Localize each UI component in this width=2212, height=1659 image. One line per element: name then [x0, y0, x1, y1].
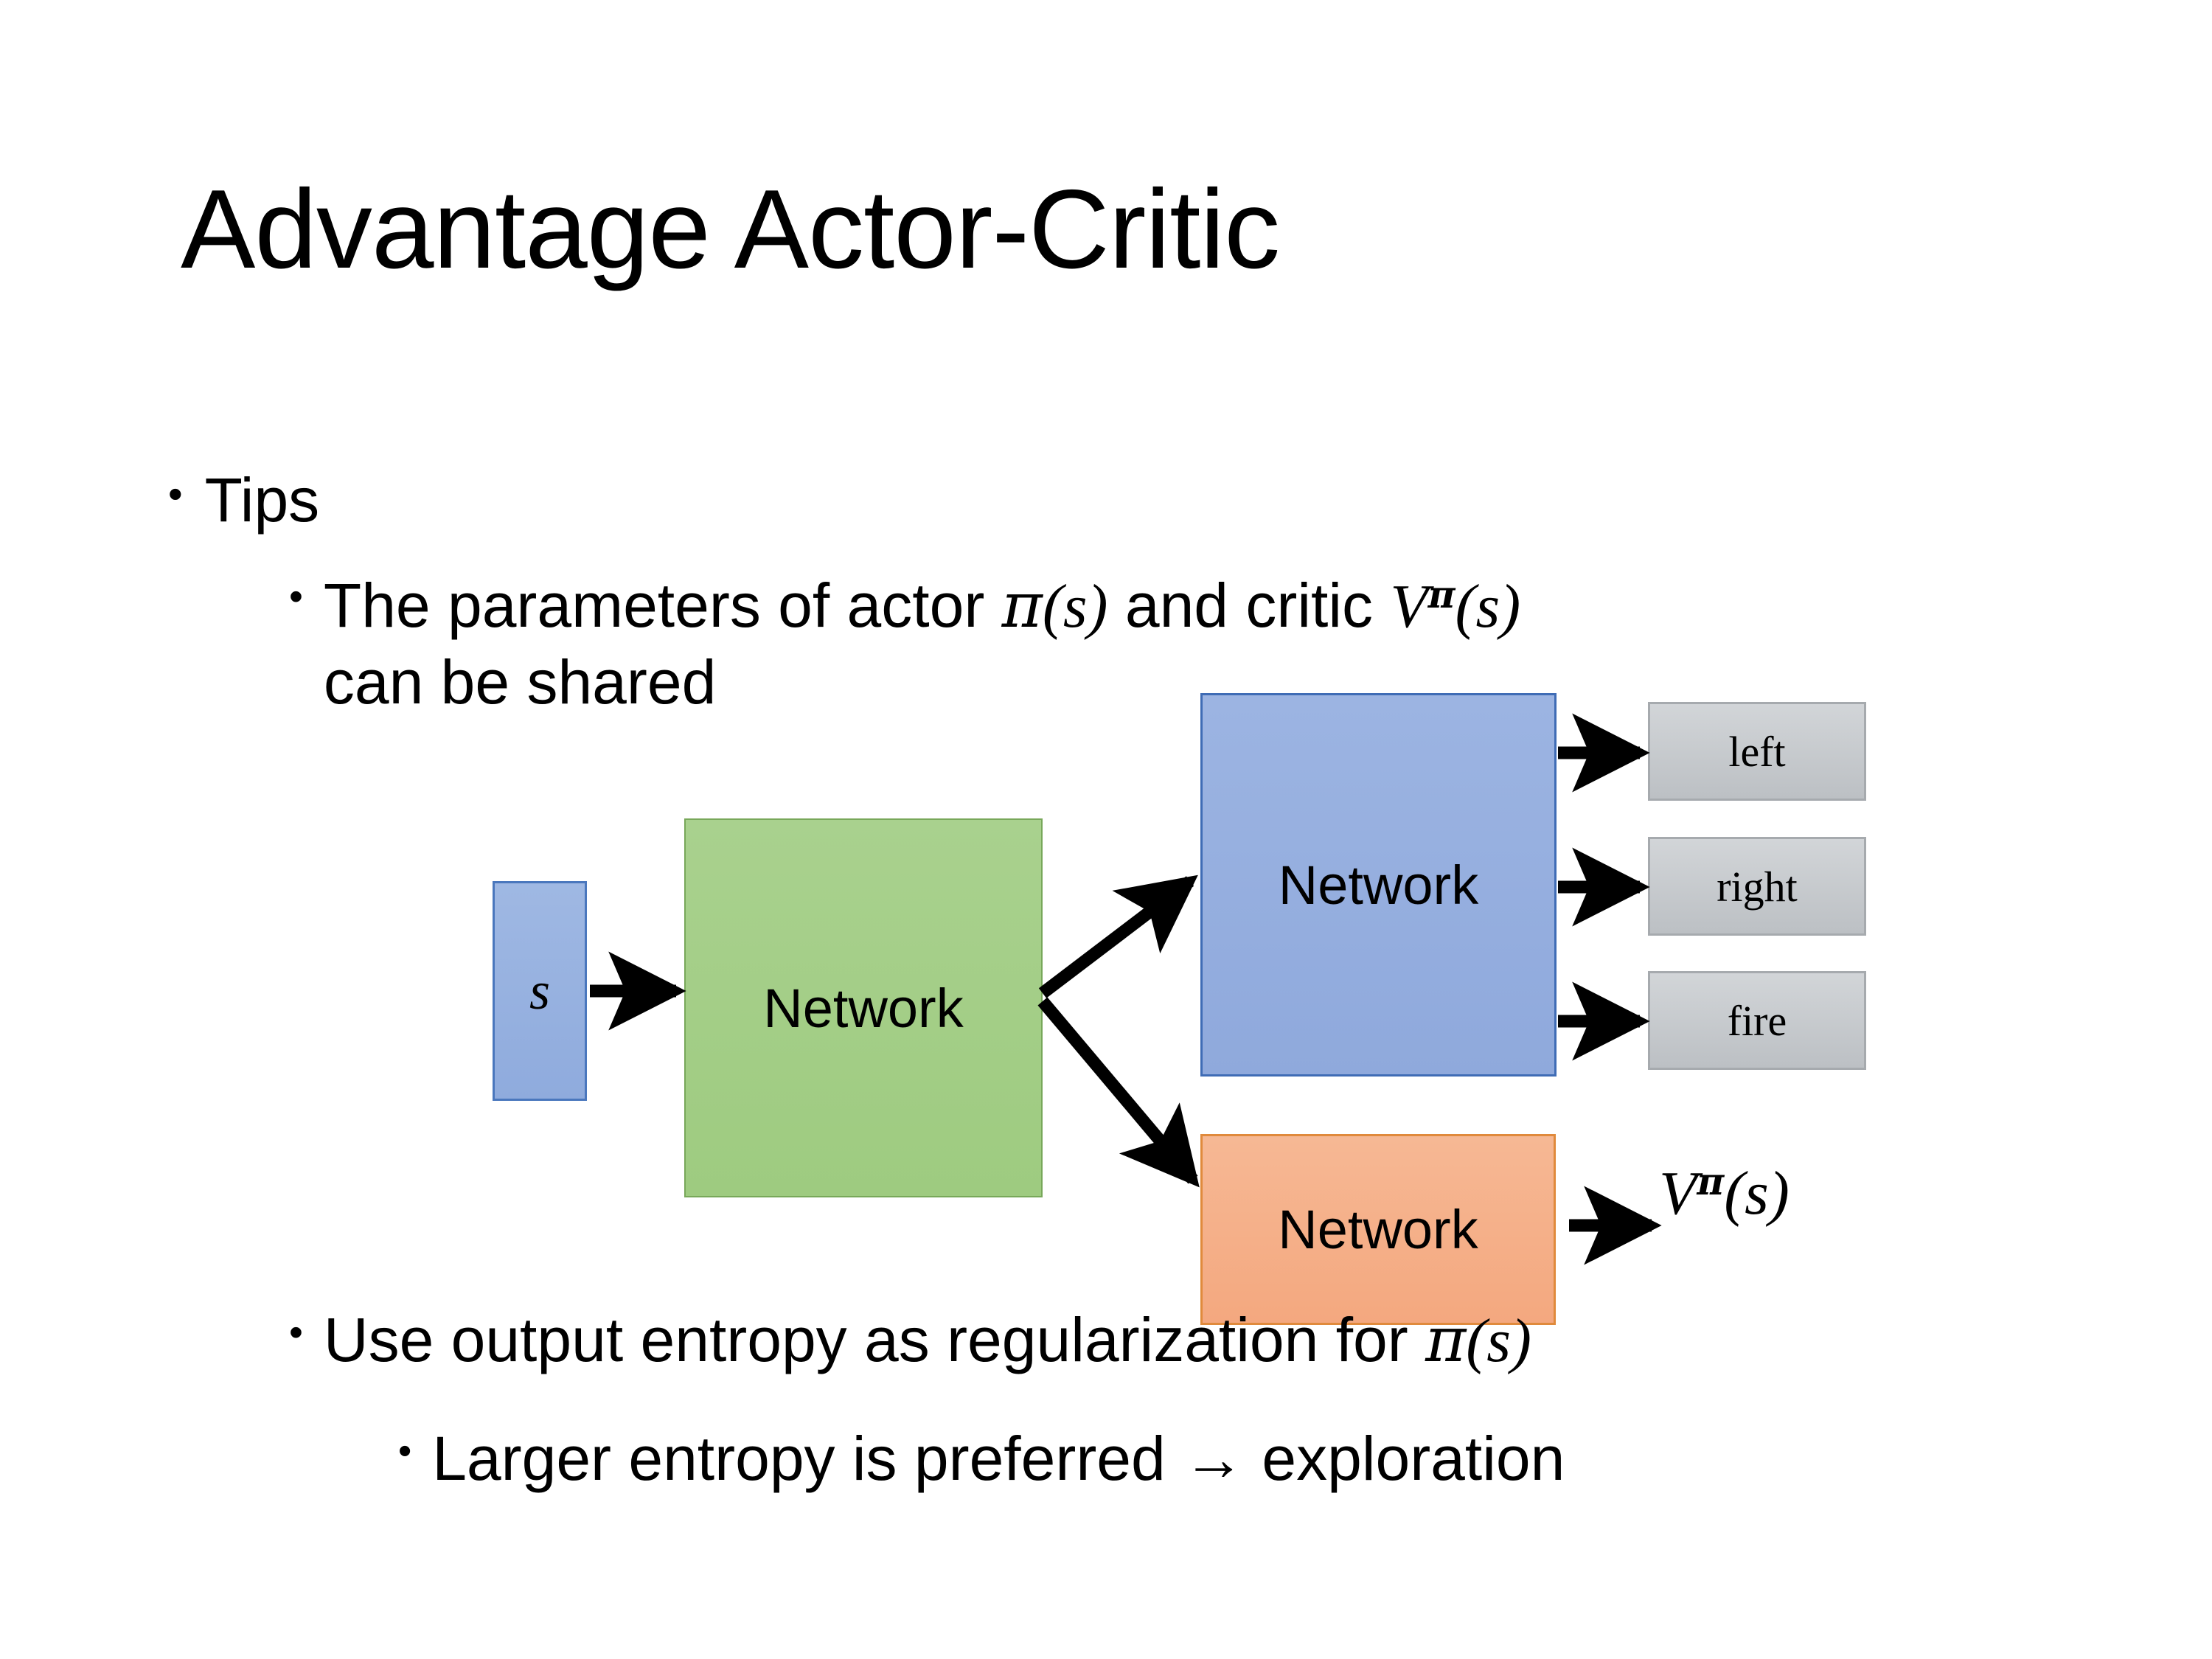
page-title: Advantage Actor-Critic: [181, 167, 1280, 292]
bullet-entropy-text: Use output entropy as regularization for…: [324, 1304, 1531, 1377]
action-box-right: right: [1648, 837, 1866, 936]
action-label-fire: fire: [1727, 996, 1787, 1045]
actor-network-label: Network: [1278, 854, 1479, 916]
bullet-tips: • Tips: [168, 465, 319, 536]
critic-network-box: Network: [1200, 1134, 1556, 1325]
actor-network-box: Network: [1200, 693, 1557, 1077]
value-exponent: π: [1697, 1159, 1725, 1203]
entropy-text-pre: Use output entropy as regularization for: [323, 1305, 1426, 1374]
arrow-shared-to-critic: [1037, 997, 1200, 1188]
action-label-left: left: [1728, 727, 1786, 776]
bullet-marker-icon: •: [168, 470, 183, 517]
bullet-entropy-regularization: • Use output entropy as regularization f…: [289, 1304, 1531, 1377]
shared-network-box: Network: [684, 818, 1043, 1197]
shared-text-line2: can be shared: [323, 647, 717, 717]
value-argument: (s): [1724, 1159, 1790, 1228]
arrow-shared-to-actor: [1038, 874, 1198, 998]
critic-network-label: Network: [1278, 1199, 1478, 1260]
value-base: V: [1659, 1159, 1697, 1228]
shared-text-mid: and critic: [1107, 571, 1391, 640]
action-box-left: left: [1648, 702, 1866, 801]
shared-network-label: Network: [763, 977, 964, 1039]
shared-text-pre: The parameters of actor: [323, 571, 1002, 640]
value-notation-v-pi-s: Vπ(s): [1390, 572, 1521, 641]
action-box-fire: fire: [1648, 971, 1866, 1070]
bullet-larger-entropy: • Larger entropy is preferred → explorat…: [398, 1423, 1565, 1495]
bullet-shared-text: The parameters of actor π(s) and critic …: [324, 568, 1896, 720]
bullet-larger-label: Larger entropy is preferred → exploratio…: [432, 1424, 1565, 1493]
state-input-box: s: [493, 881, 587, 1101]
policy-notation-pi-s: π(s): [1425, 1304, 1531, 1376]
action-label-right: right: [1717, 862, 1798, 911]
bullet-shared-parameters: • The parameters of actor π(s) and criti…: [289, 568, 1896, 720]
value-function-output-label: Vπ(s): [1659, 1158, 1790, 1229]
bullet-marker-icon: •: [289, 1310, 303, 1354]
policy-notation-pi-s: π(s): [1001, 569, 1108, 641]
bullet-marker-icon: •: [289, 574, 303, 619]
bullet-marker-icon: •: [398, 1430, 412, 1472]
state-input-label: s: [529, 961, 551, 1020]
bullet-tips-label: Tips: [204, 465, 320, 535]
